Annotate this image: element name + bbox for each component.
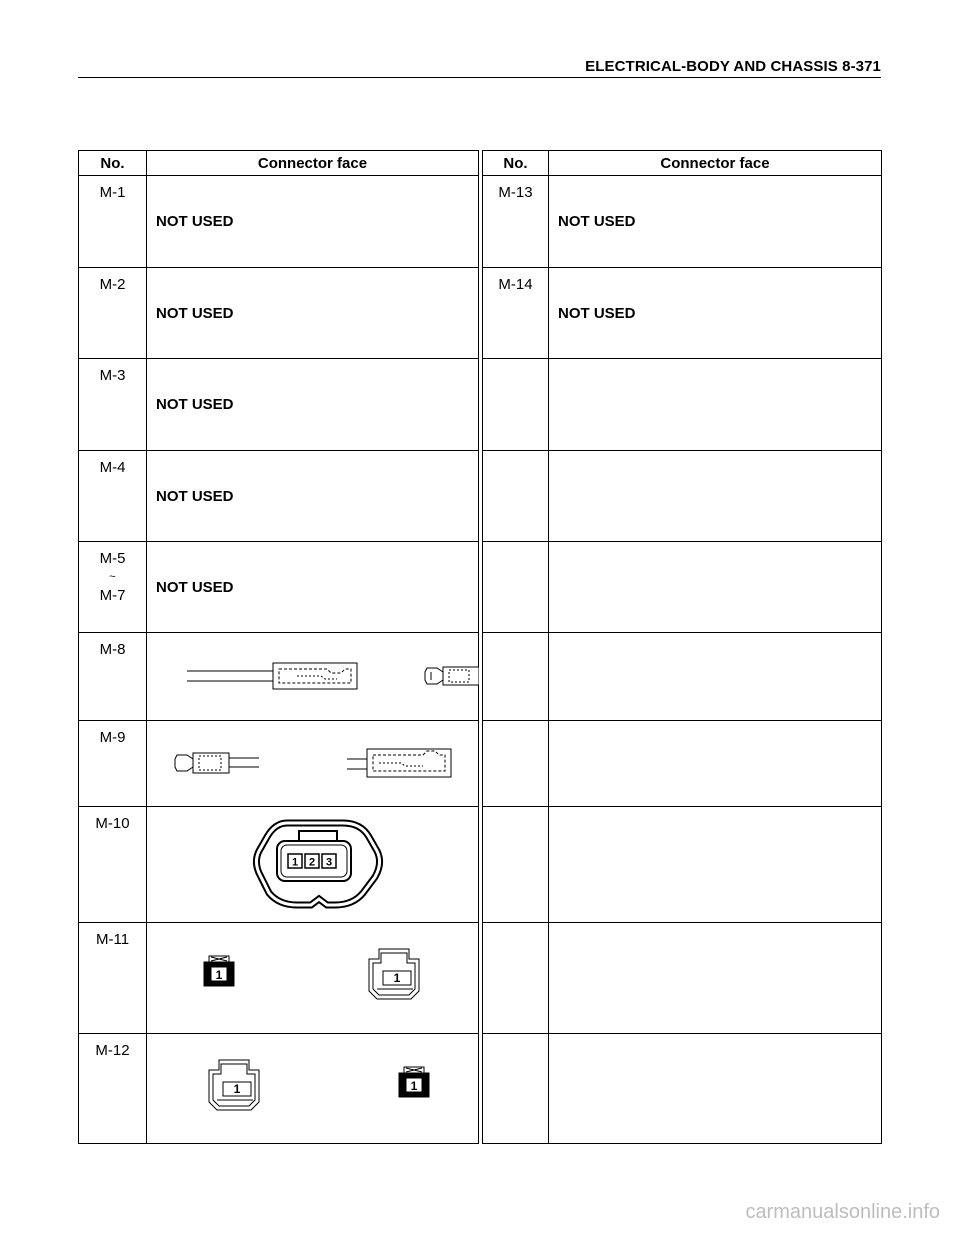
one-pin-housing-icon xyxy=(368,948,420,1000)
pin-label: 3 xyxy=(326,857,332,869)
male-terminal-icon xyxy=(424,666,479,686)
watermark: carmanualsonline.info xyxy=(745,1201,940,1223)
one-pin-terminal-icon xyxy=(398,1066,430,1098)
not-used-label: NOT USED xyxy=(156,213,234,230)
col-no-right: No. xyxy=(482,150,549,176)
col-face-right: Connector face xyxy=(548,150,882,176)
table-row: M-11 1 1 xyxy=(78,922,882,1034)
not-used-label: NOT USED xyxy=(156,396,234,413)
not-used-label: NOT USED xyxy=(558,213,636,230)
table-row: M-8 xyxy=(78,632,882,721)
connector-diagram-m8 xyxy=(187,662,479,690)
connector-no: M-5 xyxy=(99,550,126,567)
connector-diagram-m10: 1 2 3 xyxy=(252,819,384,909)
connector-diagram-m11: 1 1 xyxy=(203,948,420,1000)
connector-no: M-3 xyxy=(99,367,126,384)
connector-no: M-4 xyxy=(99,459,126,476)
female-terminal-icon xyxy=(347,748,452,778)
table-row: M-9 xyxy=(78,720,882,807)
col-no-left: No. xyxy=(78,150,147,176)
pin-label: 1 xyxy=(234,1082,241,1096)
page-header: ELECTRICAL-BODY AND CHASSIS 8-371 xyxy=(585,58,881,75)
connector-no: M-8 xyxy=(99,641,126,658)
connector-no: M-1 xyxy=(99,184,126,201)
table-row: M-1 NOT USED M-13 NOT USED xyxy=(78,175,882,268)
connector-no: M-13 xyxy=(498,184,533,201)
not-used-label: NOT USED xyxy=(156,305,234,322)
pin-label: 1 xyxy=(394,971,401,985)
connector-no: M-9 xyxy=(99,729,126,746)
connector-no: M-12 xyxy=(95,1042,130,1059)
connector-no: M-11 xyxy=(95,931,130,948)
table-row: M-5 ~ M-7 NOT USED xyxy=(78,541,882,633)
table-row: M-2 NOT USED M-14 NOT USED xyxy=(78,267,882,359)
connector-table: No. Connector face No. Connector face M-… xyxy=(78,150,882,1144)
connector-no: M-14 xyxy=(498,276,533,293)
table-row: M-4 NOT USED xyxy=(78,450,882,542)
not-used-label: NOT USED xyxy=(156,488,234,505)
pin-label: 2 xyxy=(309,857,315,869)
pin-label: 1 xyxy=(292,857,298,869)
pin-label: 1 xyxy=(411,1079,418,1093)
header-rule xyxy=(78,77,881,78)
male-terminal-icon xyxy=(174,752,259,774)
table-header-row: No. Connector face No. Connector face xyxy=(78,150,882,176)
connector-diagram-m12: 1 1 xyxy=(208,1059,430,1111)
pin-label: 1 xyxy=(216,968,223,982)
table-row: M-3 NOT USED xyxy=(78,358,882,451)
female-terminal-icon xyxy=(187,662,358,690)
table-row: M-10 1 2 3 xyxy=(78,806,882,923)
one-pin-terminal-icon xyxy=(203,955,235,987)
connector-no-end: M-7 xyxy=(99,587,126,604)
connector-no: M-10 xyxy=(95,815,130,832)
not-used-label: NOT USED xyxy=(156,579,234,596)
table-row: M-12 1 1 xyxy=(78,1033,882,1144)
range-separator: ~ xyxy=(109,571,116,583)
col-face-left: Connector face xyxy=(146,150,479,176)
one-pin-housing-icon xyxy=(208,1059,260,1111)
connector-diagram-m9 xyxy=(174,748,452,778)
three-pin-connector-icon xyxy=(252,819,384,909)
connector-no: M-2 xyxy=(99,276,126,293)
not-used-label: NOT USED xyxy=(558,305,636,322)
